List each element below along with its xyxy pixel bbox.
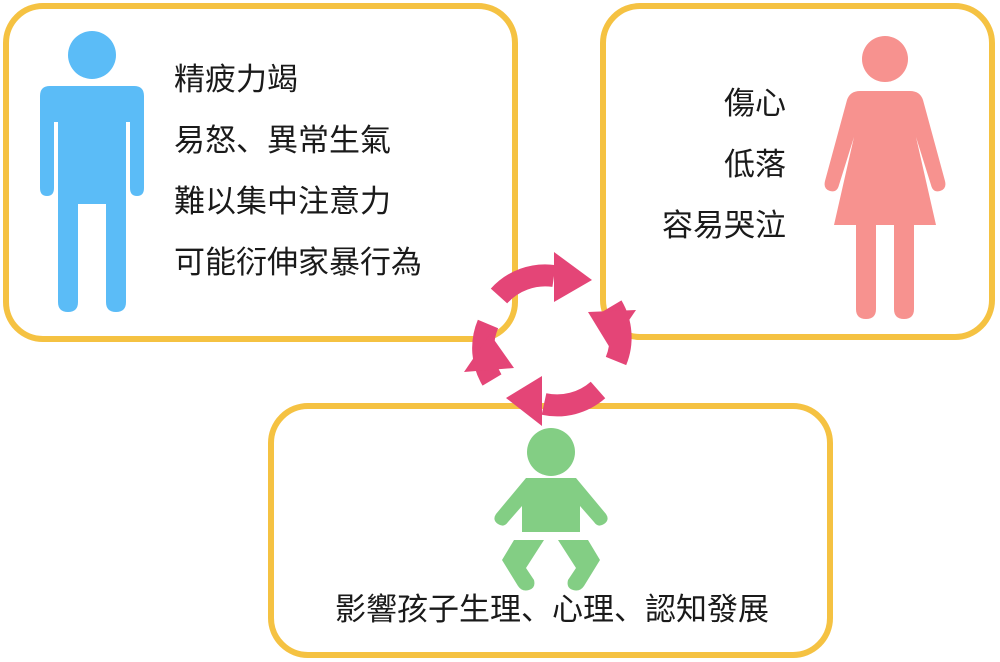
mother-symptom-list: 傷心 低落 容易哭泣 bbox=[662, 74, 786, 257]
father-symptom: 易怒、異常生氣 bbox=[174, 123, 391, 159]
woman-icon bbox=[824, 36, 946, 319]
father-symptom: 可能衍伸家暴行為 bbox=[174, 245, 422, 281]
father-symptom: 難以集中注意力 bbox=[174, 184, 391, 220]
father-symptom: 精疲力竭 bbox=[174, 62, 298, 98]
cycle-arrows-icon bbox=[464, 252, 636, 426]
child-effect-text: 影響孩子生理、心理、認知發展 bbox=[335, 592, 769, 628]
baby-icon bbox=[494, 428, 608, 591]
mother-symptom: 容易哭泣 bbox=[662, 208, 786, 244]
father-symptom-list: 精疲力竭 易怒、異常生氣 難以集中注意力 可能衍伸家暴行為 bbox=[174, 50, 422, 294]
mother-symptom: 低落 bbox=[724, 147, 786, 183]
man-icon bbox=[40, 31, 144, 312]
mother-symptom: 傷心 bbox=[724, 86, 786, 122]
